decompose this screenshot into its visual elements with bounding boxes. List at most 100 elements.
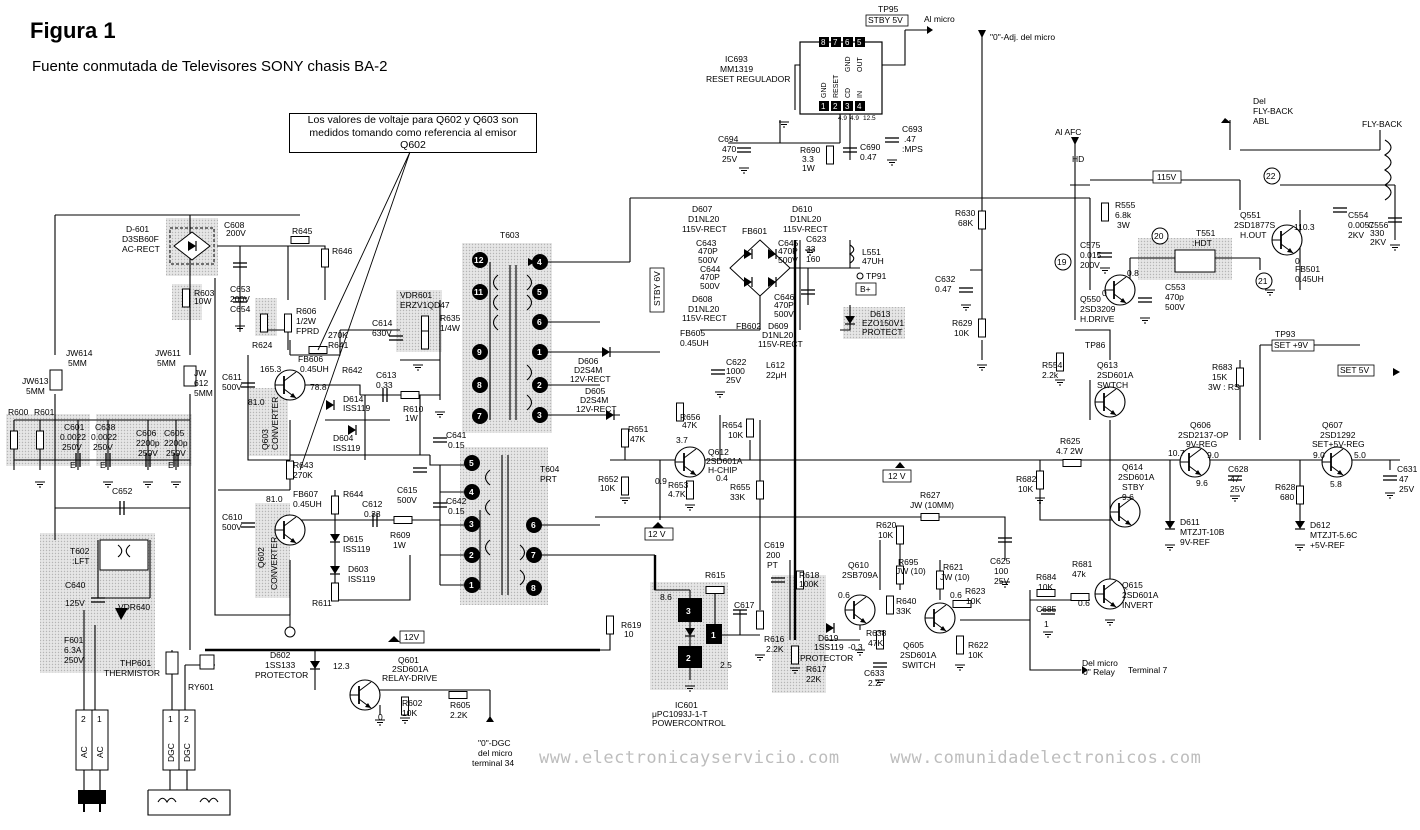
svg-text:C554: C554 — [1348, 210, 1369, 220]
al-afc-label: Al AFC — [1055, 127, 1081, 137]
svg-text:VDR640: VDR640 — [118, 602, 150, 612]
svg-text:RY601: RY601 — [188, 682, 214, 692]
svg-text:3: 3 — [537, 410, 542, 420]
svg-text:D2S4M: D2S4M — [580, 395, 608, 405]
svg-text:MTZJT-10B: MTZJT-10B — [1180, 527, 1225, 537]
svg-text:2: 2 — [81, 714, 86, 724]
svg-text:PT: PT — [767, 560, 778, 570]
svg-text:C642: C642 — [446, 496, 467, 506]
svg-text:470: 470 — [722, 144, 736, 154]
svg-text:2SD601A: 2SD601A — [1118, 472, 1155, 482]
svg-text:R601: R601 — [34, 407, 55, 417]
svg-text:C601: C601 — [64, 422, 85, 432]
svg-text:SWITCH: SWITCH — [902, 660, 936, 670]
svg-text:630V: 630V — [372, 328, 392, 338]
svg-text:-0.3: -0.3 — [848, 642, 863, 652]
svg-text:500V: 500V — [222, 522, 242, 532]
svg-text:C623: C623 — [806, 234, 827, 244]
r642: R642 — [342, 365, 363, 375]
svg-text:CONVERTER: CONVERTER — [269, 537, 279, 590]
svg-text:10K: 10K — [728, 430, 743, 440]
svg-text:0.33: 0.33 — [376, 380, 393, 390]
r644: R644 — [331, 489, 364, 515]
svg-text:0.015: 0.015 — [1080, 250, 1102, 260]
svg-text:C644: C644 — [700, 264, 721, 274]
svg-text:R622: R622 — [968, 640, 989, 650]
r624: R624 — [252, 313, 273, 350]
svg-text:21: 21 — [1258, 276, 1268, 286]
svg-text:2SB709A: 2SB709A — [842, 570, 878, 580]
svg-text:1: 1 — [1044, 619, 1049, 629]
svg-text:2.2K: 2.2K — [450, 710, 468, 720]
svg-text:5.0: 5.0 — [1354, 450, 1366, 460]
svg-text:IC601: IC601 — [675, 700, 698, 710]
t602: T602:LFT — [70, 539, 149, 571]
tp86-label: TP86 — [1085, 340, 1106, 350]
ic601: 3 1 2 8.6 2.5 IC601 μPC1093J-1-T POWERCO… — [652, 592, 732, 728]
terminal7-label: Terminal 7 — [1128, 665, 1167, 675]
svg-text:25V: 25V — [722, 154, 737, 164]
svg-text:terminal 34: terminal 34 — [472, 758, 514, 768]
svg-text:81.0: 81.0 — [266, 494, 283, 504]
svg-text:FB606: FB606 — [298, 354, 323, 364]
svg-text:2: 2 — [686, 653, 691, 663]
page-title: Figura 1 — [30, 18, 116, 43]
svg-text:Q613: Q613 — [1097, 360, 1118, 370]
svg-text:250V: 250V — [166, 448, 186, 458]
svg-text:RESET REGULADOR: RESET REGULADOR — [706, 74, 790, 84]
svg-text:μPC1093J-1-T: μPC1093J-1-T — [652, 709, 707, 719]
svg-text:250V: 250V — [62, 442, 82, 452]
svg-text:5.8: 5.8 — [1330, 479, 1342, 489]
svg-text:2: 2 — [469, 550, 474, 560]
svg-text:R620: R620 — [876, 520, 897, 530]
svg-text:ISS119: ISS119 — [343, 544, 371, 554]
svg-text:0.45UH: 0.45UH — [680, 338, 709, 348]
svg-text:250V: 250V — [64, 655, 84, 665]
svg-text:Q605: Q605 — [903, 640, 924, 650]
svg-text:R618: R618 — [799, 570, 820, 580]
svg-text:D609: D609 — [768, 321, 789, 331]
svg-text:SWTCH: SWTCH — [1097, 380, 1128, 390]
q602: 81.0 Q602 CONVERTER — [256, 494, 306, 590]
node-markers: 22 20 19 21 — [1054, 167, 1281, 290]
svg-text:IC693: IC693 — [725, 54, 748, 64]
svg-text:R603: R603 — [194, 288, 215, 298]
svg-text:R646: R646 — [332, 246, 353, 256]
svg-text:47: 47 — [1399, 474, 1409, 484]
svg-text:AC: AC — [79, 746, 89, 758]
svg-text:CD: CD — [845, 88, 852, 98]
svg-text:612: 612 — [194, 378, 208, 388]
svg-text:Q615: Q615 — [1122, 580, 1143, 590]
v12-bottom-label: 12V — [388, 630, 425, 644]
svg-text:0.47: 0.47 — [935, 284, 952, 294]
svg-text:D619: D619 — [818, 633, 839, 643]
svg-text:STBY: STBY — [1122, 482, 1145, 492]
svg-text:C690: C690 — [860, 142, 881, 152]
note-line-2: medidos tomando como referencia al emiso… — [309, 126, 517, 139]
svg-text:4.7K: 4.7K — [668, 489, 686, 499]
svg-text:R652: R652 — [598, 474, 619, 484]
svg-text:C632: C632 — [935, 274, 956, 284]
svg-text:R602: R602 — [402, 698, 423, 708]
page-subtitle: Fuente conmutada de Televisores SONY cha… — [32, 58, 388, 75]
svg-text:R609: R609 — [390, 530, 411, 540]
svg-text:115V-RECT: 115V-RECT — [783, 224, 828, 234]
